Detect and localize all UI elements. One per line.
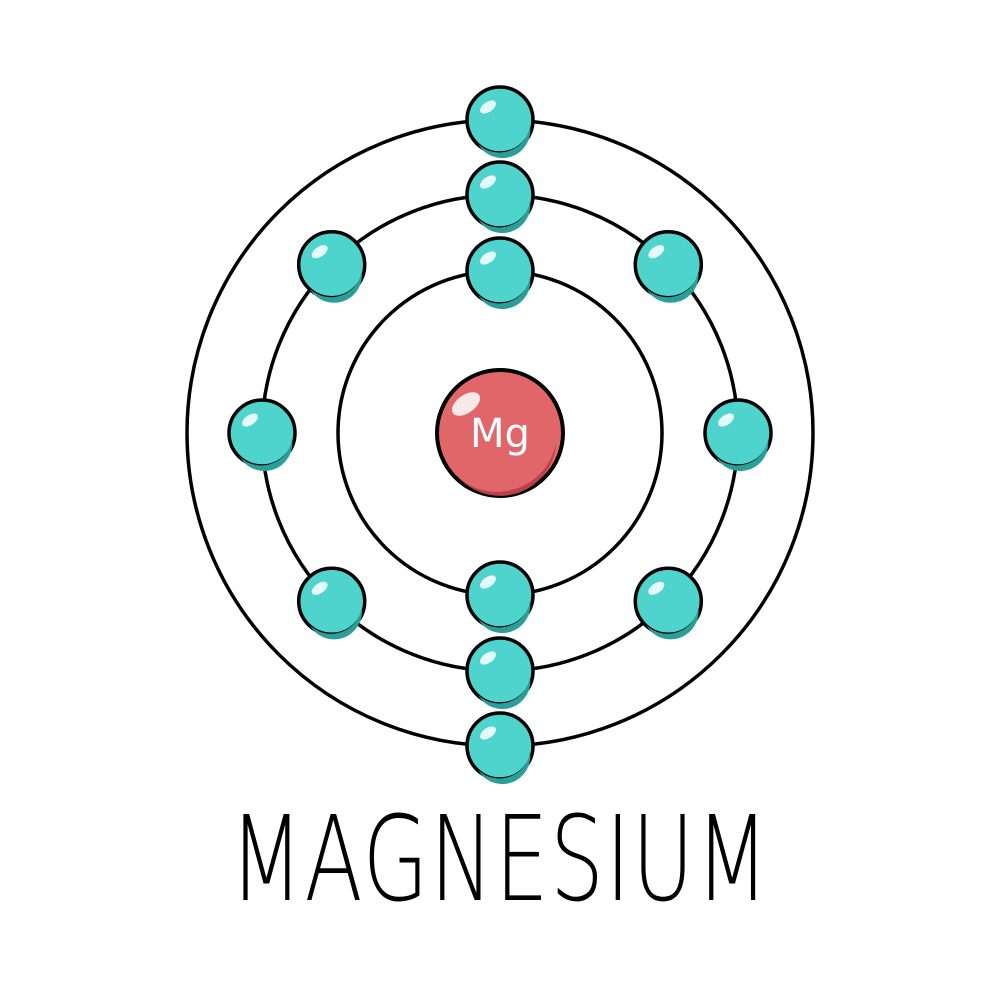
electron-shell-2-4 (633, 566, 704, 640)
electron-highlight (480, 575, 496, 589)
electron-highlight (480, 651, 496, 665)
electron-shade (478, 277, 531, 310)
electrons (227, 85, 773, 785)
electron-highlight (480, 175, 496, 189)
electron-shade (240, 439, 293, 472)
electron-shell-1-1 (465, 236, 535, 310)
electron-shell-3-1 (465, 85, 535, 159)
electron-shell-2-7 (227, 398, 297, 472)
electron-highlight (648, 581, 665, 595)
electron-shell-1-2 (465, 560, 535, 634)
electron-shell-2-1 (465, 160, 535, 234)
electron-shade (309, 607, 363, 640)
element-symbol: Mg (470, 411, 530, 457)
electron-highlight (648, 245, 665, 259)
electron-shell-2-6 (296, 566, 367, 640)
electron-shade (646, 270, 699, 303)
electron-highlight (480, 251, 496, 265)
electron-shade (478, 752, 531, 785)
electron-shell-3-2 (465, 711, 535, 785)
nucleus-highlight (451, 392, 481, 416)
electron-shade (716, 439, 769, 472)
electron-shell-2-3 (703, 398, 773, 472)
electron-shade (478, 677, 531, 710)
electron-shade (646, 607, 699, 640)
electron-highlight (480, 726, 496, 740)
electron-highlight (311, 245, 328, 259)
element-name: MAGNESIUM (229, 790, 771, 928)
nucleus: Mg (435, 368, 565, 498)
electron-shade (478, 126, 531, 159)
electron-shade (478, 201, 531, 234)
electron-shell-2-5 (465, 636, 535, 710)
electron-shell-2-8 (296, 229, 367, 303)
electron-highlight (311, 581, 328, 595)
electron-shade (478, 601, 531, 634)
electron-highlight (718, 413, 734, 427)
electron-highlight (480, 100, 496, 114)
nucleus-shade (460, 443, 556, 496)
electron-highlight (242, 413, 258, 427)
electron-shell-2-2 (633, 229, 704, 303)
electron-shade (309, 270, 363, 303)
